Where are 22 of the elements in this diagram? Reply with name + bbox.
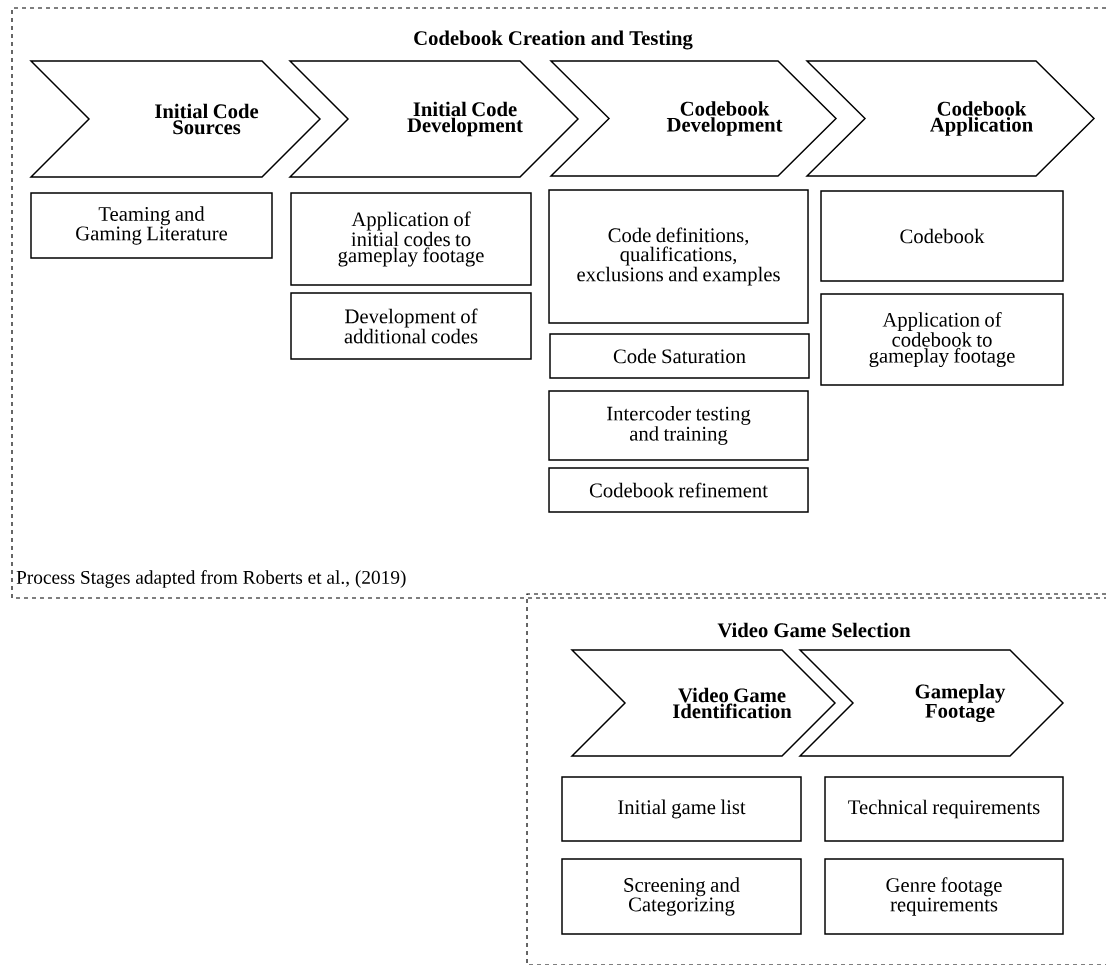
text-box: Application of codebook to gameplay footage	[820, 293, 1064, 386]
chevron-step: Codebook Development	[549, 60, 838, 177]
text-box: Code Saturation	[549, 333, 810, 379]
text-box: Screening and Categorizing	[561, 858, 802, 935]
chevron-step: Initial Code Sources	[29, 60, 322, 178]
group-title: Video Game Selection	[717, 622, 911, 638]
text-box: Application of initial codes to gameplay footage	[290, 192, 532, 286]
text-box: Initial game list	[561, 776, 802, 842]
text-box: Development of additional codes	[290, 292, 532, 360]
text-box: Code definitions, qualifications, exclusions and examples	[548, 189, 809, 324]
group-title: Codebook Creation and Testing	[414, 30, 693, 50]
text-box: Codebook	[820, 190, 1064, 282]
text-box: Genre footage requirements	[824, 858, 1064, 935]
chevron-step: Video Game Identification	[570, 649, 837, 757]
source-note: Process Stages adapted from Roberts et al., (2019)	[16, 570, 406, 588]
text-box: Intercoder testing and training	[548, 390, 809, 461]
text-box: Teaming and Gaming Literature	[30, 192, 273, 259]
text-box: Technical requirements	[824, 776, 1064, 842]
chevron-step: Codebook Application	[805, 60, 1096, 177]
text-box: Codebook refinement	[548, 467, 809, 513]
chevron-step: Gameplay Footage	[798, 649, 1065, 757]
chevron-step: Initial Code Development	[288, 60, 580, 178]
